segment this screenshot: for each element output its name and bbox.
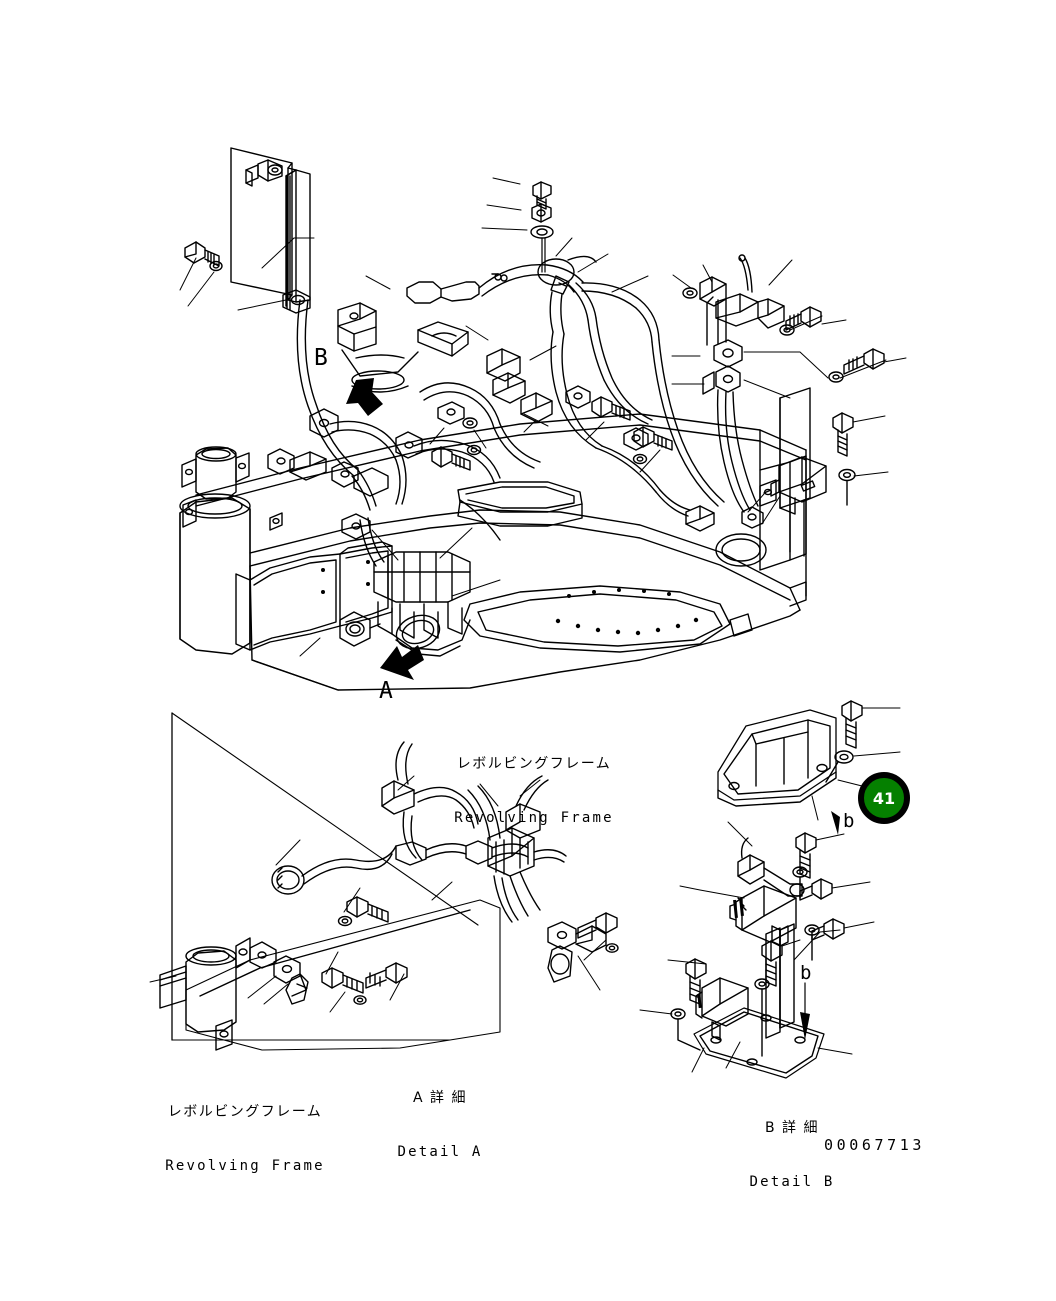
detail-a-panel xyxy=(149,712,619,1051)
section-mark-b-lower-1: b xyxy=(843,810,855,832)
revolving-frame-main-label-jp: レボルビングフレーム xyxy=(456,755,612,772)
upper-mid-wire-routing xyxy=(296,299,501,541)
part-callout-41[interactable]: 41 xyxy=(858,772,910,824)
detail-b-mount-assembly xyxy=(639,821,875,1079)
section-mark-a: A xyxy=(379,678,393,704)
revolving-frame-main xyxy=(179,413,807,691)
harness-upper-loop xyxy=(365,237,660,343)
detail-b-label-jp: B 詳 細 xyxy=(764,1119,819,1136)
section-arrow-b xyxy=(346,378,383,416)
detail-a-label-jp: A 詳 細 xyxy=(413,1089,467,1106)
center-connectors xyxy=(465,325,557,427)
right-upper-components xyxy=(671,254,907,557)
section-mark-b: B xyxy=(314,345,328,371)
part-callout-41-number: 41 xyxy=(872,788,896,808)
drawing-number: 00067713 xyxy=(824,1136,926,1154)
revolving-frame-detail-label-en: Revolving Frame xyxy=(165,1158,325,1175)
detail-b-label-en: Detail B xyxy=(749,1174,835,1191)
revolving-frame-detail-label-jp: レボルビングフレーム xyxy=(167,1103,323,1120)
revolving-frame-detail-label: レボルビングフレーム Revolving Frame xyxy=(115,1066,375,1193)
valve-manifold-cluster xyxy=(299,513,501,657)
revolving-frame-main-label: レボルビングフレーム Revolving Frame xyxy=(404,718,664,845)
revolving-frame-main-label-en: Revolving Frame xyxy=(454,810,614,827)
harness-center-runs xyxy=(419,317,725,532)
upper-left-panel xyxy=(179,147,315,314)
detail-a-label: A 詳 細 Detail A xyxy=(340,1052,540,1179)
section-mark-b-lower-2: b xyxy=(800,962,812,984)
detail-b-label: B 詳 細 Detail B xyxy=(692,1082,892,1209)
detail-b-controller xyxy=(717,700,901,821)
detail-a-label-en: Detail A xyxy=(397,1144,483,1161)
top-fastener-stack xyxy=(481,177,554,273)
center-bracket-upper xyxy=(337,302,469,393)
section-arrow-a xyxy=(380,645,424,680)
detail-b-arrow-markers xyxy=(800,811,840,1040)
